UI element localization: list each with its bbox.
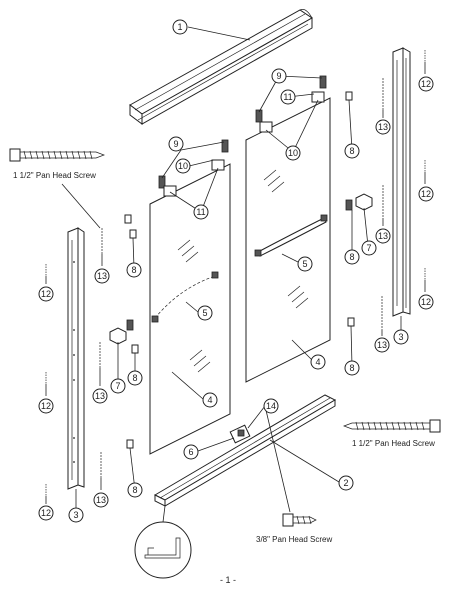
svg-text:9: 9 bbox=[276, 71, 281, 81]
svg-text:12: 12 bbox=[41, 289, 51, 299]
left-wall-jamb bbox=[67, 227, 85, 490]
svg-text:12: 12 bbox=[421, 297, 431, 307]
callout-2: 2 bbox=[338, 475, 354, 491]
small-screws bbox=[45, 50, 426, 496]
svg-text:8: 8 bbox=[132, 485, 137, 495]
svg-text:11: 11 bbox=[283, 92, 292, 102]
svg-text:5: 5 bbox=[202, 308, 207, 318]
svg-text:13: 13 bbox=[97, 271, 107, 281]
svg-text:6: 6 bbox=[188, 447, 193, 457]
callout-5-inner: 5 bbox=[197, 305, 213, 321]
svg-text:10: 10 bbox=[178, 161, 188, 171]
track-section-detail bbox=[134, 505, 192, 579]
bottom-short-screw-icon bbox=[282, 513, 317, 527]
callout-13-a: 13 bbox=[94, 268, 110, 284]
top-header-rail bbox=[129, 9, 313, 125]
svg-text:12: 12 bbox=[421, 79, 431, 89]
callout-11-inner: 11 bbox=[193, 204, 209, 220]
svg-text:5: 5 bbox=[302, 259, 307, 269]
svg-text:11: 11 bbox=[196, 207, 205, 217]
svg-text:12: 12 bbox=[41, 401, 51, 411]
svg-text:13: 13 bbox=[378, 231, 388, 241]
callout-7-left: 7 bbox=[110, 378, 126, 394]
svg-text:12: 12 bbox=[41, 508, 51, 518]
callout-12-f: 12 bbox=[418, 294, 434, 310]
bottom-screw-label: 3/8" Pan Head Screw bbox=[256, 535, 332, 544]
svg-text:4: 4 bbox=[207, 395, 212, 405]
svg-text:7: 7 bbox=[366, 243, 371, 253]
callout-12-c: 12 bbox=[38, 505, 54, 521]
callout-12-a: 12 bbox=[38, 286, 54, 302]
left-long-screw-icon bbox=[9, 148, 105, 162]
callout-3-right: 3 bbox=[393, 329, 409, 345]
svg-text:13: 13 bbox=[96, 495, 106, 505]
svg-text:8: 8 bbox=[132, 373, 137, 383]
bottom-guide bbox=[229, 424, 251, 444]
outer-rollers bbox=[255, 75, 327, 133]
left-screw-label: 1 1/2" Pan Head Screw bbox=[13, 171, 96, 180]
callout-10-outer: 10 bbox=[285, 145, 301, 161]
outer-handle bbox=[254, 214, 328, 257]
svg-text:8: 8 bbox=[131, 265, 136, 275]
callout-12-b: 12 bbox=[38, 398, 54, 414]
svg-text:1: 1 bbox=[177, 22, 182, 32]
callout-13-f: 13 bbox=[374, 337, 390, 353]
left-bracket bbox=[109, 319, 134, 345]
callout-12-d: 12 bbox=[418, 76, 434, 92]
callout-4-outer: 4 bbox=[310, 354, 326, 370]
callout-11-outer: 11 bbox=[280, 89, 296, 105]
callout-5-outer: 5 bbox=[297, 256, 313, 272]
svg-text:8: 8 bbox=[349, 363, 354, 373]
callout-3-left: 3 bbox=[68, 507, 84, 523]
svg-text:13: 13 bbox=[95, 391, 105, 401]
callout-8-e: 8 bbox=[344, 249, 360, 265]
callout-8-a: 8 bbox=[126, 262, 142, 278]
callout-6: 6 bbox=[183, 444, 199, 460]
right-long-screw-icon bbox=[343, 419, 441, 433]
callout-13-b: 13 bbox=[92, 388, 108, 404]
callout-14: 14 bbox=[263, 398, 279, 414]
svg-text:13: 13 bbox=[378, 122, 388, 132]
svg-text:8: 8 bbox=[349, 146, 354, 156]
callout-1: 1 bbox=[172, 19, 188, 35]
svg-text:13: 13 bbox=[377, 340, 387, 350]
right-wall-jamb bbox=[392, 47, 411, 317]
bottom-track bbox=[153, 394, 337, 507]
page-number: - 1 - bbox=[220, 575, 236, 585]
callout-13-d: 13 bbox=[375, 119, 391, 135]
callout-8-f: 8 bbox=[344, 360, 360, 376]
callout-10-inner: 10 bbox=[175, 158, 191, 174]
right-screw-label: 1 1/2" Pan Head Screw bbox=[352, 439, 435, 448]
svg-text:3: 3 bbox=[73, 510, 78, 520]
long-screws bbox=[99, 78, 384, 478]
inner-handle bbox=[151, 271, 219, 323]
callout-9-inner: 9 bbox=[168, 136, 184, 152]
callout-8-d: 8 bbox=[344, 143, 360, 159]
inner-glass-panel bbox=[149, 163, 231, 455]
svg-text:12: 12 bbox=[421, 189, 431, 199]
svg-text:2: 2 bbox=[343, 478, 348, 488]
callout-9-outer: 9 bbox=[271, 68, 287, 84]
callout-13-e: 13 bbox=[375, 228, 391, 244]
right-bracket bbox=[345, 193, 373, 211]
svg-text:14: 14 bbox=[266, 401, 276, 411]
svg-text:4: 4 bbox=[315, 357, 320, 367]
svg-text:3: 3 bbox=[398, 332, 403, 342]
svg-text:8: 8 bbox=[349, 252, 354, 262]
callout-12-e: 12 bbox=[418, 186, 434, 202]
svg-text:9: 9 bbox=[173, 139, 178, 149]
callout-8-b: 8 bbox=[127, 370, 143, 386]
svg-text:7: 7 bbox=[115, 381, 120, 391]
svg-text:10: 10 bbox=[288, 148, 298, 158]
inner-rollers bbox=[158, 139, 229, 197]
callout-13-c: 13 bbox=[93, 492, 109, 508]
callout-4-inner: 4 bbox=[202, 392, 218, 408]
callout-7-right: 7 bbox=[361, 240, 377, 256]
callout-8-c: 8 bbox=[127, 482, 143, 498]
